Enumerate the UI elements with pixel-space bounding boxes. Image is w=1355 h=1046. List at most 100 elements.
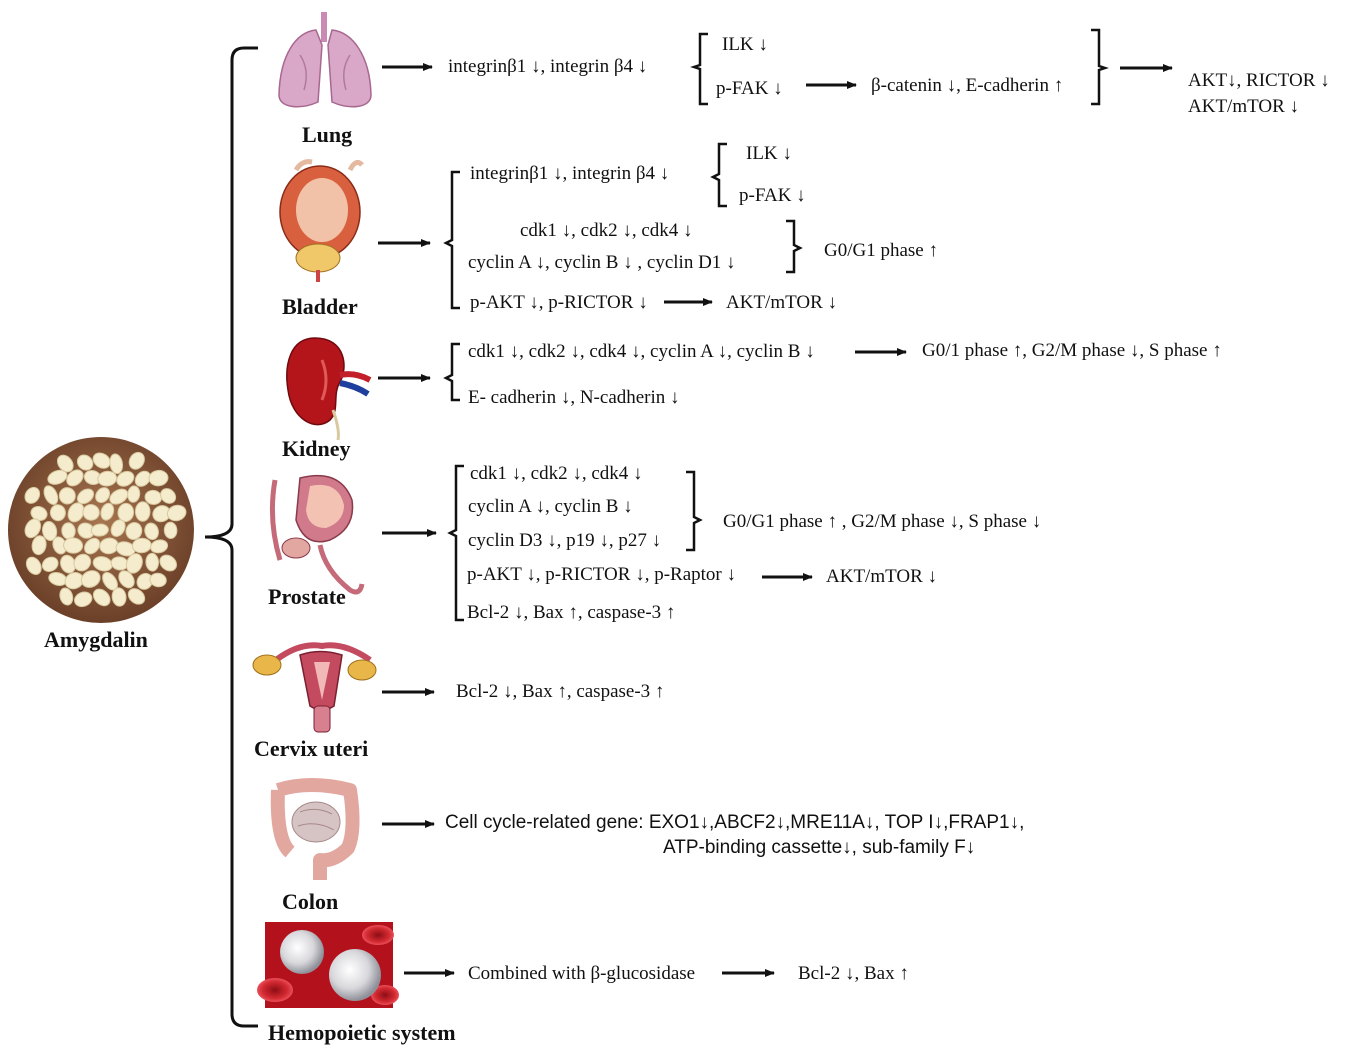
prostate-cdk: cdk1 ↓, cdk2 ↓, cdk4 ↓ [470, 463, 643, 484]
uterus-image [252, 642, 377, 733]
almond-kernel [49, 504, 66, 522]
bladder-brace [443, 170, 460, 310]
bladder-integrin: integrinβ1 ↓, integrin β4 ↓ [470, 163, 670, 184]
bladder-image [279, 159, 364, 282]
brackets [443, 28, 1109, 622]
amygdalin-image [8, 437, 194, 623]
cervix-label: Cervix uteri [254, 736, 369, 761]
almond-kernel [149, 572, 167, 588]
lung-akt-rictor: AKT↓, RICTOR ↓ [1188, 70, 1330, 91]
almond-kernel [125, 553, 143, 574]
almond-kernel [59, 587, 74, 606]
lung-pfak: p-FAK ↓ [716, 78, 783, 99]
colon-genes-line1: Cell cycle-related gene: EXO1↓,ABCF2↓,MR… [445, 812, 1025, 833]
almond-kernel [100, 502, 115, 521]
prostate-phase: G0/G1 phase ↑ , G2/M phase ↓, S phase ↓ [723, 511, 1042, 532]
almond-kernel [97, 470, 118, 487]
prostate-cyclind3: cyclin D3 ↓, p19 ↓, p27 ↓ [468, 530, 662, 551]
hemopoietic-image [257, 922, 399, 1008]
prostate-cyclin: cyclin A ↓, cyclin B ↓ [468, 496, 633, 517]
almond-kernel [166, 504, 187, 522]
almond-kernel [76, 454, 94, 471]
almond-kernel [110, 519, 126, 537]
almond-kernel [127, 485, 141, 503]
amygdalin-label: Amygdalin [44, 627, 148, 652]
almond-kernel [95, 487, 111, 504]
cervix-bcl: Bcl-2 ↓, Bax ↑, caspase-3 ↑ [456, 681, 665, 702]
bladder-cyclin: cyclin A ↓, cyclin B ↓ , cyclin D1 ↓ [468, 252, 736, 273]
almond-kernel [163, 521, 178, 539]
almond-kernel [117, 502, 135, 523]
kidney-cadherin: E- cadherin ↓, N-cadherin ↓ [468, 387, 680, 408]
almond-kernel [127, 588, 146, 605]
lung-image [278, 12, 372, 108]
almond-kernel [31, 535, 47, 556]
lung-right-brace [1091, 28, 1109, 106]
almond-kernel [115, 541, 136, 557]
almond-kernel [145, 552, 160, 572]
almond-kernel [136, 572, 154, 590]
colon-image [270, 778, 360, 880]
almond-kernel [76, 488, 95, 505]
lung-ilk: ILK ↓ [722, 34, 768, 55]
almond-kernel [82, 504, 100, 521]
bladder-aktmtor: AKT/mTOR ↓ [726, 292, 838, 313]
almond-kernel [160, 488, 177, 504]
almond-kernel [41, 556, 59, 572]
prostate-phase-brace [686, 470, 703, 552]
almond-kernel [84, 537, 101, 555]
almond-kernel [47, 469, 68, 485]
almond-kernel [125, 521, 143, 541]
almond-kernel [63, 537, 84, 554]
almond-kernel [128, 451, 145, 470]
kidney-label: Kidney [282, 436, 351, 461]
lung-label: Lung [302, 122, 353, 147]
almond-kernel [24, 518, 42, 539]
almond-kernel [74, 591, 93, 608]
almond-kernel [80, 570, 101, 588]
almond-kernel [118, 570, 135, 589]
almond-kernel [73, 553, 92, 572]
almond-kernel [56, 454, 74, 473]
main-brace [204, 46, 258, 1028]
lung-integrin: integrinβ1 ↓, integrin β4 ↓ [448, 56, 648, 77]
almond-kernel [159, 554, 177, 572]
lung-akt-mtor: AKT/mTOR ↓ [1188, 96, 1300, 117]
prostate-brace [447, 464, 464, 622]
bladder-phase: G0/G1 phase ↑ [824, 240, 938, 261]
bladder-phase-brace [786, 219, 803, 274]
prostate-bcl: Bcl-2 ↓, Bax ↑, caspase-3 ↑ [467, 602, 676, 623]
bladder-ilk: ILK ↓ [746, 143, 792, 164]
almond-kernel [134, 501, 151, 522]
almond-kernel [148, 469, 169, 487]
lung-catenin: β-catenin ↓, E-cadherin ↑ [871, 75, 1064, 96]
bladder-ilk-brace [710, 142, 727, 208]
bladder-label: Bladder [282, 294, 358, 319]
almond-kernel [111, 587, 127, 607]
hemo-combined: Combined with β-glucosidase [468, 963, 696, 984]
almond-kernel [67, 502, 85, 523]
almond-kernel [92, 588, 111, 607]
colon-genes-line2: ATP-binding cassette↓, sub-family F↓ [663, 837, 976, 858]
kidney-image [286, 337, 372, 441]
colon-label: Colon [282, 889, 339, 914]
prostate-pakt: p-AKT ↓, p-RICTOR ↓, p-Raptor ↓ [467, 564, 736, 585]
prostate-label: Prostate [268, 584, 346, 609]
almond-kernel [144, 522, 159, 541]
almond-kernel [109, 453, 124, 475]
kidney-brace [443, 342, 460, 402]
almond-kernel [116, 470, 135, 487]
almond-kernel [43, 485, 59, 505]
hemo-bcl: Bcl-2 ↓, Bax ↑ [798, 963, 909, 984]
hemopoietic-label: Hemopoietic system [268, 1020, 456, 1045]
kidney-cdk: cdk1 ↓, cdk2 ↓, cdk4 ↓, cyclin A ↓, cycl… [468, 341, 815, 362]
almond-kernel [150, 539, 169, 554]
almond-kernel [42, 520, 58, 542]
almond-kernel [92, 452, 111, 469]
kidney-phase: G0/1 phase ↑, G2/M phase ↓, S phase ↑ [922, 340, 1222, 361]
almond-kernel [109, 488, 129, 505]
lung-ilk-brace [690, 32, 708, 106]
almond-kernel [134, 470, 151, 487]
